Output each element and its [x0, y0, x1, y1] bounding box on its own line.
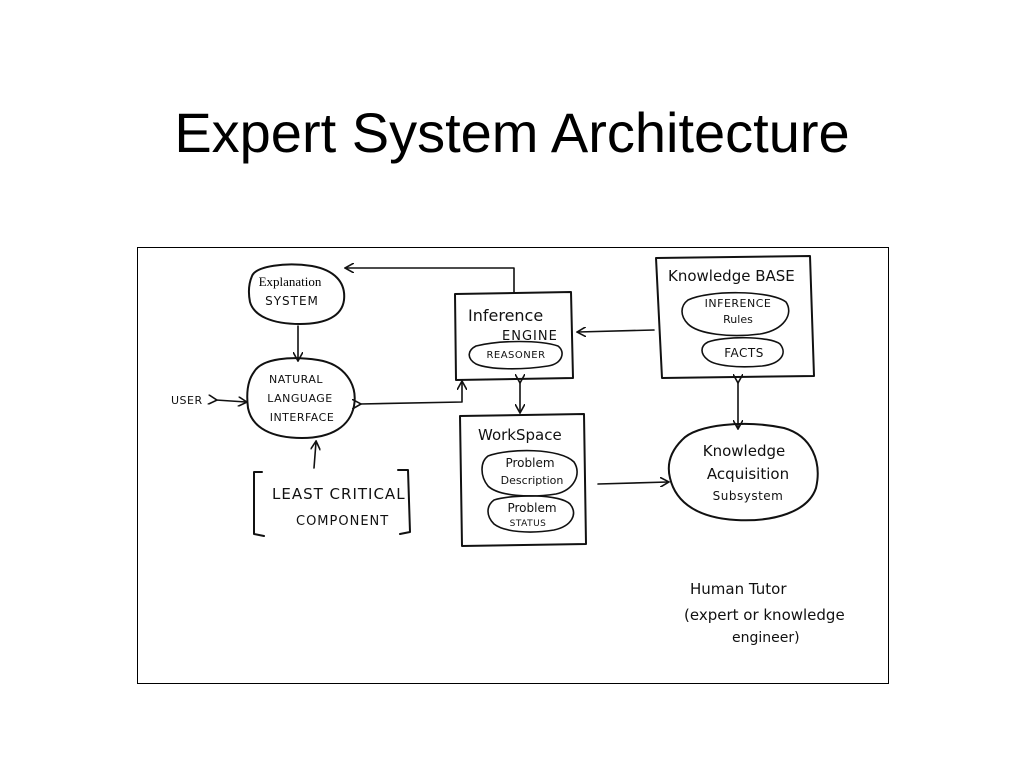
arrow-kb-to-inference	[578, 330, 655, 332]
nl-interface-line1: NATURAL	[269, 373, 323, 386]
natural-language-interface-node: NATURAL LANGUAGE INTERFACE	[246, 357, 356, 439]
human-tutor-line2: (expert or knowledge	[684, 606, 845, 624]
inference-rules-line2: Rules	[723, 313, 753, 326]
user-label: USER	[171, 394, 203, 407]
arrow-nli-inference	[360, 382, 462, 404]
slide-title: Expert System Architecture	[174, 101, 850, 164]
human-tutor-line1: Human Tutor	[690, 580, 787, 598]
reasoner-ellipse	[468, 340, 563, 370]
human-tutor-line3: engineer)	[732, 630, 800, 646]
least-critical-line1: LEAST CRITICAL	[272, 485, 406, 503]
arrow-least-critical-to-nli	[314, 442, 316, 469]
facts-label: FACTS	[724, 346, 764, 360]
arrow-inference-to-explanation	[346, 268, 515, 293]
knowledge-acquisition-node: Knowledge Acquisition Subsystem	[667, 423, 819, 522]
workspace-node: WorkSpace Problem Description Problem ST…	[459, 413, 587, 547]
human-tutor-note: Human Tutor (expert or knowledge enginee…	[684, 580, 845, 646]
nl-interface-line3: INTERFACE	[270, 411, 335, 424]
diagram-frame	[137, 247, 889, 684]
least-critical-component-note: LEAST CRITICAL COMPONENT	[253, 469, 411, 537]
knowledge-base-node: Knowledge BASE INFERENCE Rules FACTS	[655, 255, 815, 379]
arrow-workspace-to-acquisition	[597, 482, 668, 484]
nl-interface-line2: LANGUAGE	[267, 392, 333, 405]
problem-description-ellipse	[481, 449, 578, 497]
inference-engine-node: Inference ENGINE REASONER	[454, 291, 574, 381]
arrow-user-nli	[216, 400, 246, 402]
knowledge-acquisition-line3: Subsystem	[713, 489, 784, 503]
problem-status-line1: Problem	[507, 501, 556, 515]
explanation-system-node: Explanation SYSTEM	[247, 263, 346, 325]
inference-engine-line1: Inference	[468, 306, 543, 325]
problem-status-line2: STATUS	[510, 519, 547, 529]
least-critical-line2: COMPONENT	[296, 514, 389, 529]
explanation-system-line2: SYSTEM	[265, 294, 319, 308]
workspace-title: WorkSpace	[478, 426, 562, 444]
inference-rules-line1: INFERENCE	[705, 297, 772, 310]
explanation-system-line1: Explanation	[259, 274, 322, 289]
inference-rules-ellipse	[681, 291, 790, 337]
knowledge-acquisition-line1: Knowledge	[703, 442, 785, 460]
problem-status-ellipse	[487, 495, 575, 533]
knowledge-base-title: Knowledge BASE	[668, 267, 795, 285]
facts-ellipse	[701, 336, 784, 368]
problem-description-line2: Description	[501, 474, 564, 487]
reasoner-label: REASONER	[486, 350, 545, 361]
inference-engine-line2: ENGINE	[502, 329, 558, 344]
knowledge-acquisition-line2: Acquisition	[707, 465, 789, 483]
problem-description-line1: Problem	[505, 456, 554, 470]
